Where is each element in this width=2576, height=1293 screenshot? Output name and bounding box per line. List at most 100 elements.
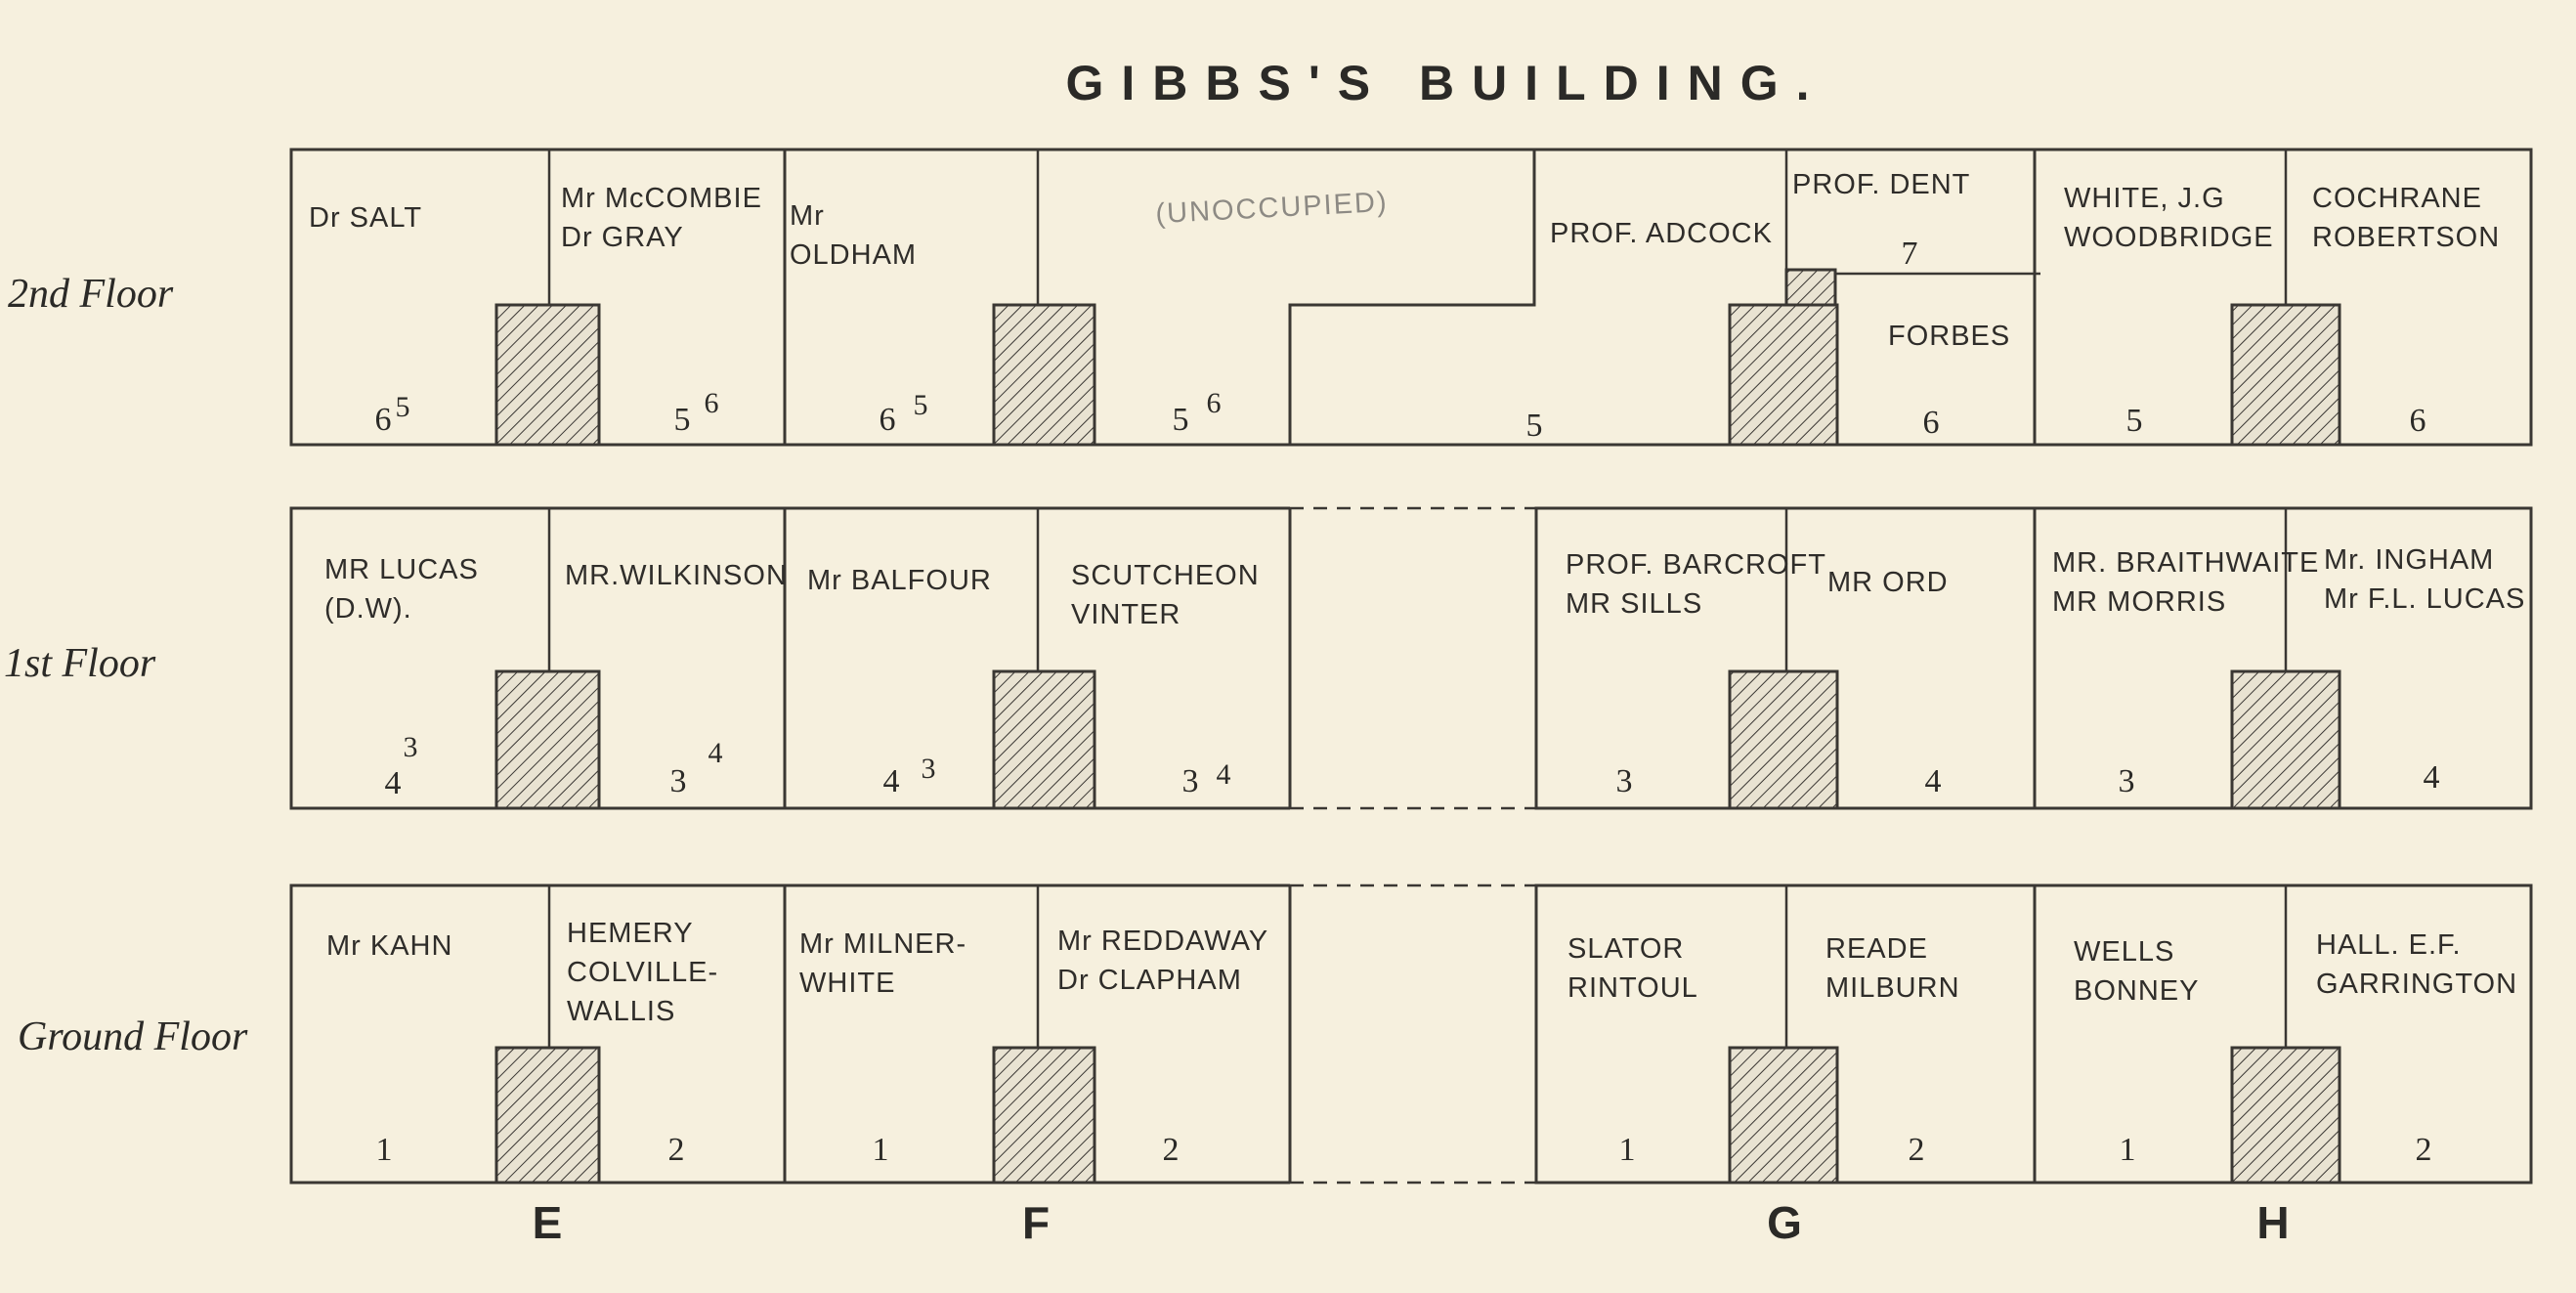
room-occupant-name: Dr GRAY xyxy=(561,222,684,253)
staircase-e-ground xyxy=(494,1046,601,1185)
room-number: 6 xyxy=(880,402,896,438)
room-occupant-name: SCUTCHEON xyxy=(1071,560,1260,591)
room-occupant-name: HEMERY xyxy=(567,918,694,949)
room-occupant-name: Dr SALT xyxy=(309,202,422,234)
room-occupant-name: Mr McCOMBIE xyxy=(561,183,762,214)
room-occupant-name: FORBES xyxy=(1888,321,2010,352)
room-occupant-name: READE xyxy=(1825,933,1928,965)
room-number-correction: 3 xyxy=(922,753,936,785)
room-occupant-name: GARRINGTON xyxy=(2316,969,2517,1000)
staircase-e-second xyxy=(494,303,601,447)
room-occupant-name: Dr CLAPHAM xyxy=(1057,965,1242,996)
room-number-correction: 5 xyxy=(914,389,928,421)
room-number-correction: 4 xyxy=(708,737,723,769)
room-number: 1 xyxy=(376,1132,393,1168)
room-number-correction: 5 xyxy=(396,391,410,423)
room-number: 2 xyxy=(1163,1132,1180,1168)
staircase-h-ground xyxy=(2230,1046,2341,1185)
room-number: 1 xyxy=(1619,1132,1636,1168)
room-occupant-name: (D.W). xyxy=(324,593,412,625)
room-occupant-name: Mr. INGHAM xyxy=(2324,544,2494,576)
room-occupant-name: MR. BRAITHWAITE xyxy=(2052,547,2319,579)
room-occupant-name: HALL. E.F. xyxy=(2316,929,2462,961)
room-occupant-name: PROF. ADCOCK xyxy=(1550,218,1773,249)
room-number: 5 xyxy=(2126,403,2143,439)
room-occupant-name: MILBURN xyxy=(1825,972,1960,1004)
room-occupant-name: MR SILLS xyxy=(1566,588,1702,620)
room-occupant-name: Mr REDDAWAY xyxy=(1057,926,1268,957)
staircase-label-g: G xyxy=(1767,1197,1802,1248)
staircase-g-first xyxy=(1728,669,1839,810)
room-occupant-name: WHITE xyxy=(799,968,895,999)
room-occupant-name: VINTER xyxy=(1071,599,1181,630)
floor-label-ground: Ground Floor xyxy=(18,1014,248,1059)
room-number: 5 xyxy=(1526,408,1543,444)
room-number-correction: 3 xyxy=(404,731,418,763)
room-occupant-name: BONNEY xyxy=(2074,975,2199,1007)
room-occupant-name: MR.WILKINSON xyxy=(565,560,788,591)
room-number: 6 xyxy=(1923,405,1940,441)
room-occupant-name: PROF. DENT xyxy=(1792,169,1970,200)
room-number: 3 xyxy=(1182,763,1199,799)
staircase-label-f: F xyxy=(1022,1197,1050,1248)
room-occupant-name: WALLIS xyxy=(567,996,675,1027)
room-number: 6 xyxy=(2410,403,2426,439)
room-number: 7 xyxy=(1902,236,1918,272)
room-occupant-name: COCHRANE xyxy=(2312,183,2482,214)
room-number: 1 xyxy=(873,1132,889,1168)
room-occupant-name: PROF. BARCROFT xyxy=(1566,549,1826,581)
room-occupant-name: WOODBRIDGE xyxy=(2064,222,2274,253)
room-occupant-name: MR ORD xyxy=(1827,567,1949,598)
room-occupant-name: ROBERTSON xyxy=(2312,222,2500,253)
room-number: 6 xyxy=(375,402,392,438)
room-occupant-name: RINTOUL xyxy=(1567,972,1698,1004)
room-occupant-name: Mr BALFOUR xyxy=(807,565,992,596)
second-floor xyxy=(289,148,2533,447)
room-occupant-name: MR MORRIS xyxy=(2052,586,2226,618)
room-occupant-name: COLVILLE- xyxy=(567,957,718,988)
room-occupant-name: WHITE, J.G xyxy=(2064,183,2225,214)
page-title: GIBBS'S BUILDING. xyxy=(1065,56,1826,110)
room-number: 5 xyxy=(674,402,691,438)
room-occupant-name: Mr MILNER- xyxy=(799,928,966,960)
room-occupant-name: MR LUCAS xyxy=(324,554,479,585)
staircase-g-landing xyxy=(1784,268,1837,307)
staircase-h-first xyxy=(2230,669,2341,810)
room-number: 2 xyxy=(1909,1132,1925,1168)
staircase-g-ground xyxy=(1728,1046,1839,1185)
staircase-label-e: E xyxy=(533,1197,563,1248)
room-number: 4 xyxy=(1925,763,1942,799)
staircase-f-ground xyxy=(992,1046,1096,1185)
room-number: 4 xyxy=(2424,759,2440,796)
room-number: 4 xyxy=(883,763,900,799)
room-occupant-name: Mr KAHN xyxy=(326,930,452,962)
floor-label-second: 2nd Floor xyxy=(8,272,174,317)
room-number: 2 xyxy=(668,1132,685,1168)
staircase-f-second xyxy=(992,303,1096,447)
room-occupant-name: OLDHAM xyxy=(790,239,917,271)
room-number: 3 xyxy=(1616,763,1633,799)
room-number: 5 xyxy=(1173,402,1189,438)
staircase-f-first xyxy=(992,669,1096,810)
room-number: 4 xyxy=(385,765,402,801)
room-occupant-name: Mr xyxy=(790,200,825,232)
room-number-correction: 6 xyxy=(1207,387,1222,419)
unoccupied-note: (UNOCCUPIED) xyxy=(1155,187,1390,230)
room-occupant-name: Mr F.L. LUCAS xyxy=(2324,583,2525,615)
staircase-h-second xyxy=(2230,303,2341,447)
staircase-label-h: H xyxy=(2256,1197,2289,1248)
room-number: 3 xyxy=(2119,763,2135,799)
room-number-correction: 6 xyxy=(705,387,719,419)
room-number: 3 xyxy=(670,763,687,799)
room-number: 1 xyxy=(2120,1132,2136,1168)
ground-floor xyxy=(289,884,2533,1185)
room-occupant-name: SLATOR xyxy=(1567,933,1684,965)
staircase-g-second xyxy=(1728,303,1839,447)
floor-label-first: 1st Floor xyxy=(4,641,156,686)
staircase-e-first xyxy=(494,669,601,810)
first-floor xyxy=(289,506,2533,810)
room-number: 2 xyxy=(2416,1132,2432,1168)
room-occupant-name: WELLS xyxy=(2074,936,2174,968)
